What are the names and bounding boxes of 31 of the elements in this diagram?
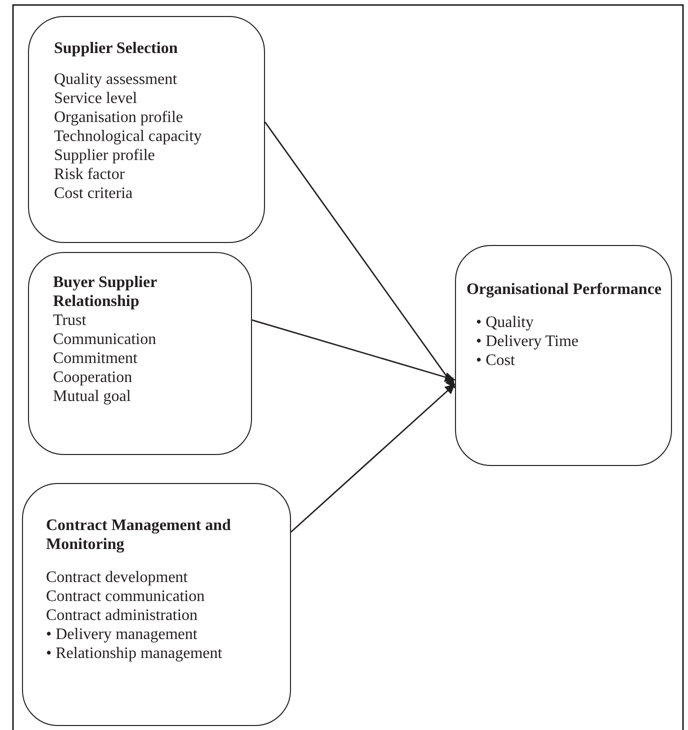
list-item: • Relationship management (46, 644, 222, 663)
list-item: Trust (53, 311, 86, 330)
rounded-box (22, 483, 291, 726)
list-item: Cooperation (53, 368, 132, 387)
list-item: Contract development (46, 568, 188, 587)
box-heading: Supplier Selection (54, 39, 179, 58)
arrow (264, 122, 456, 388)
list-item: • Cost (475, 351, 515, 370)
rounded-box (455, 245, 672, 466)
box-heading: Buyer Supplier Relationship (53, 273, 158, 311)
list-item: Contract administration (46, 606, 198, 625)
list-item: • Quality (475, 313, 534, 332)
list-item: • Delivery management (46, 625, 198, 644)
list-item: Contract communication (46, 587, 205, 606)
rounded-box (28, 252, 252, 455)
list-item: • Delivery Time (475, 332, 578, 351)
list-item: Organisation profile (54, 108, 184, 127)
arrow (252, 319, 456, 382)
arrow (290, 383, 456, 533)
list-item: Mutual goal (53, 387, 131, 406)
box-heading: Contract Management and Monitoring (46, 516, 232, 554)
list-item: Technological capacity (54, 127, 202, 146)
list-item: Communication (53, 330, 156, 349)
list-item: Risk factor (54, 165, 125, 184)
list-item: Cost criteria (54, 184, 133, 203)
list-item: Commitment (53, 349, 138, 368)
rounded-box (28, 16, 265, 243)
list-item: Service level (54, 89, 138, 108)
list-item: Supplier profile (54, 146, 155, 165)
list-item: Quality assessment (54, 70, 178, 89)
box-heading: Organisational Performance (466, 280, 662, 299)
